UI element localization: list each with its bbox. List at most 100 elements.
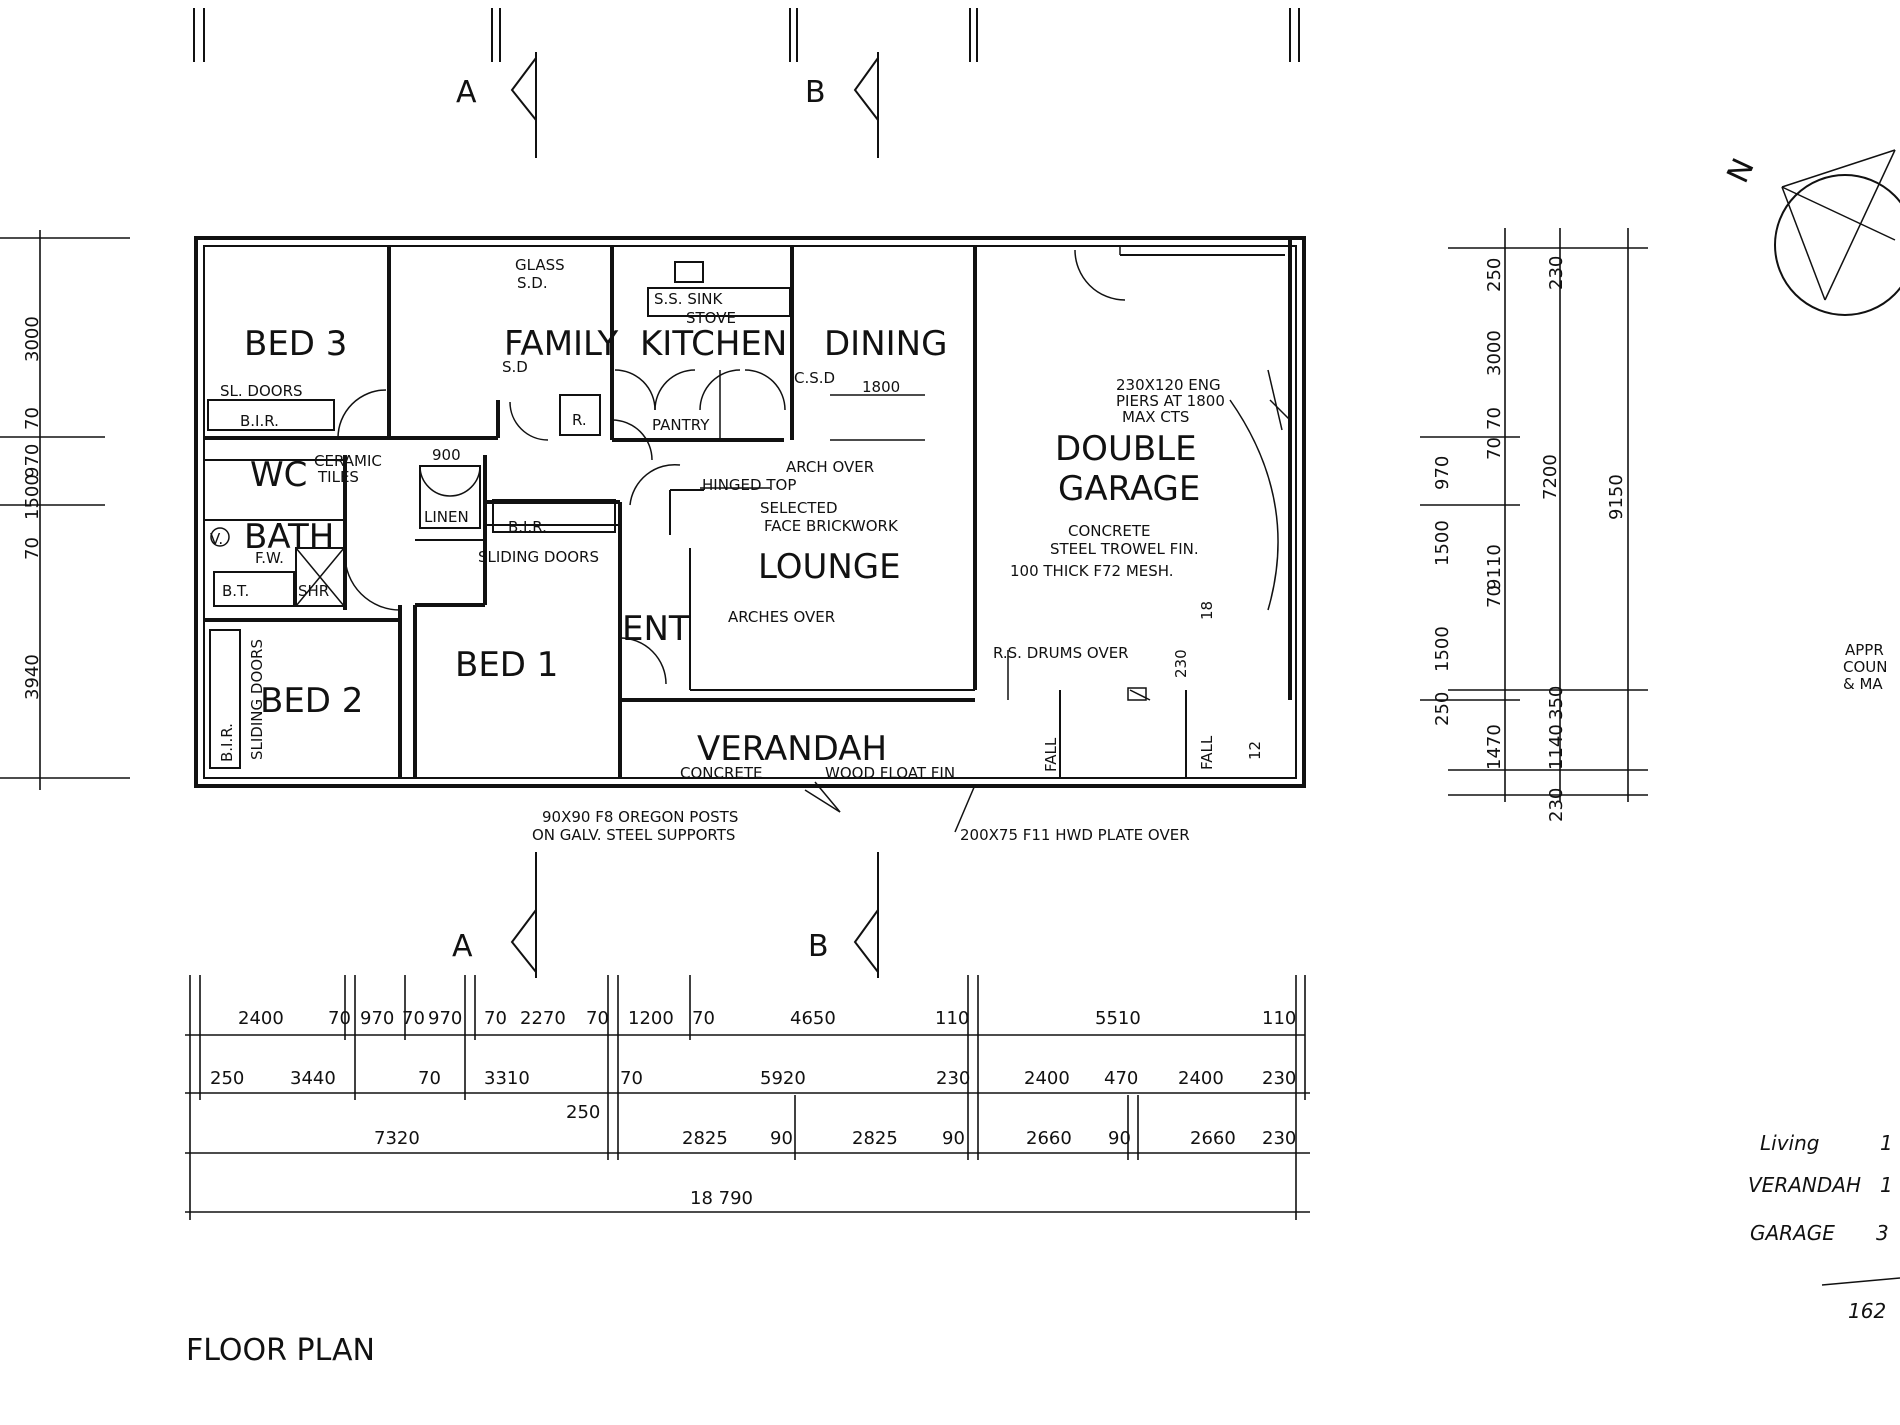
dim-r2-2: 9110 — [1484, 544, 1505, 590]
dim-b1-5: 70 — [484, 1008, 507, 1029]
dim-b3-8: 230 — [1262, 1128, 1296, 1149]
section-b-top: B — [805, 75, 826, 110]
room-verandah: VERANDAH — [697, 729, 887, 769]
dim-row-3: 7320 2825 90 2825 90 2660 90 2660 230 — [374, 1128, 1296, 1149]
note-shower: SHR — [298, 582, 329, 600]
dim-b2-10: 230 — [1262, 1068, 1296, 1089]
note-pantry: PANTRY — [652, 416, 710, 434]
room-ent: ENT — [622, 609, 690, 649]
area-schedule: Living 1 VERANDAH 1 GARAGE 3 162 — [1748, 1131, 1900, 1323]
note-posts-2: ON GALV. STEEL SUPPORTS — [532, 826, 735, 844]
note-ss-sink: S.S. SINK — [654, 290, 724, 308]
dim-b2-6: 230 — [936, 1068, 970, 1089]
room-kitchen: KITCHEN — [640, 324, 787, 364]
dim-r2-5: 230 — [1546, 788, 1567, 822]
room-wc: WC — [250, 455, 307, 495]
note-plate-over: 200X75 F11 HWD PLATE OVER — [960, 826, 1190, 844]
note-hinged-top: HINGED TOP — [702, 476, 796, 494]
dim-b1-2: 970 — [360, 1008, 394, 1029]
note-linen: LINEN — [424, 508, 469, 526]
section-markers: A B A B — [193, 8, 1300, 978]
dim-b3-1: 2825 — [682, 1128, 728, 1149]
dim-b2-8: 470 — [1104, 1068, 1138, 1089]
area-verandah-label: VERANDAH — [1748, 1173, 1861, 1197]
room-double: DOUBLE — [1055, 429, 1197, 469]
note-wood-float: WOOD FLOAT FIN — [825, 764, 955, 782]
note-piers-1: 230X120 ENG — [1116, 376, 1221, 394]
dim-r3-1: 1470 — [1484, 724, 1505, 770]
note-bir-bed3: B.I.R. — [240, 412, 279, 430]
dim-r2-3: 350 — [1546, 686, 1567, 720]
note-stove: STOVE — [686, 309, 736, 327]
dim-row-2: 250 3440 70 3310 70 5920 230 2400 470 24… — [210, 1068, 1296, 1123]
dim-r2-4: 1140 — [1546, 724, 1567, 770]
right-notes: APPR COUN & MA — [1843, 641, 1887, 693]
dim-b1-8: 1200 — [628, 1008, 674, 1029]
dim-b2-2: 70 — [418, 1068, 441, 1089]
dim-b3-3: 2825 — [852, 1128, 898, 1149]
note-piers-2: PIERS AT 1800 — [1116, 392, 1225, 410]
dim-b2-4: 70 — [620, 1068, 643, 1089]
dims-right: 250 3000 70 970 1500 70 1500 250 230 70 … — [1420, 228, 1648, 822]
area-total: 162 — [1848, 1299, 1886, 1323]
dim-b3-4: 90 — [942, 1128, 965, 1149]
room-family: FAMILY — [504, 324, 618, 364]
note-sliding-doors-bed2: SLIDING DOORS — [248, 639, 266, 760]
note-tiles: TILES — [317, 468, 359, 486]
section-a-bottom: A — [452, 929, 473, 964]
dims-bottom: 2400 70 970 70 970 70 2270 70 1200 70 46… — [185, 975, 1310, 1220]
dim-b1-10: 4650 — [790, 1008, 836, 1029]
note-opening-1800: 1800 — [862, 378, 900, 396]
section-b-bottom: B — [808, 929, 829, 964]
dim-r2-0: 230 — [1546, 256, 1567, 290]
annotations: GLASS S.D. S.S. SINK STOVE S.D PANTRY R.… — [210, 256, 1283, 844]
note-refrigerator: R. — [572, 411, 587, 429]
dim-r1-2: 70 — [1484, 407, 1505, 430]
note-bir-bed2: B.I.R. — [218, 723, 236, 762]
dims-left: 3000 70 970 1500 70 3940 — [0, 230, 130, 790]
dim-b1-7: 70 — [586, 1008, 609, 1029]
dim-b3-6: 90 — [1108, 1128, 1131, 1149]
dim-b2-3: 3310 — [484, 1068, 530, 1089]
room-bed3: BED 3 — [244, 324, 347, 364]
dim-r1-6: 1500 — [1432, 626, 1453, 672]
dim-b2-5: 5920 — [760, 1068, 806, 1089]
note-glass: GLASS — [515, 256, 565, 274]
note-piers-3: MAX CTS — [1122, 408, 1189, 426]
dim-b1-11: 110 — [935, 1008, 969, 1029]
dim-b2-7: 2400 — [1024, 1068, 1070, 1089]
north-compass: N — [1721, 149, 1900, 316]
compass-north-label: N — [1721, 153, 1762, 188]
note-appr: APPR — [1845, 641, 1884, 659]
area-garage-label: GARAGE — [1750, 1221, 1835, 1245]
note-vanity: V. — [210, 530, 223, 548]
dim-r1-1: 3000 — [1484, 330, 1505, 376]
dim-b4-0: 18 790 — [690, 1188, 753, 1209]
room-labels: BED 3 FAMILY KITCHEN DINING DOUBLE GARAG… — [244, 324, 1200, 769]
dim-b3-7: 2660 — [1190, 1128, 1236, 1149]
dim-b3-5: 2660 — [1026, 1128, 1072, 1149]
dim-b3-2: 90 — [770, 1128, 793, 1149]
note-rs-drums: R.S. DRUMS OVER — [993, 644, 1129, 662]
dim-b1-6: 2270 — [520, 1008, 566, 1029]
note-concrete-garage: CONCRETE — [1068, 522, 1151, 540]
room-bed1: BED 1 — [455, 645, 558, 685]
dim-b1-9: 70 — [692, 1008, 715, 1029]
dim-r1-7: 250 — [1432, 692, 1453, 726]
note-ma: & MA — [1843, 675, 1883, 693]
dim-b1-3: 70 — [402, 1008, 425, 1029]
dim-l-3: 1500 — [22, 474, 43, 520]
note-floor-waste: F.W. — [255, 549, 284, 567]
dim-l-4: 70 — [22, 537, 43, 560]
room-dining: DINING — [824, 324, 947, 364]
dim-row-1: 2400 70 970 70 970 70 2270 70 1200 70 46… — [238, 1008, 1296, 1029]
doors-and-fixtures — [210, 249, 1291, 701]
area-verandah-value: 1 — [1880, 1173, 1893, 1197]
note-concrete-verandah: CONCRETE — [680, 764, 763, 782]
note-230-drum: 230 — [1172, 649, 1190, 678]
dim-b3-0: 7320 — [374, 1128, 420, 1149]
section-a-top: A — [456, 75, 477, 110]
note-coun: COUN — [1843, 658, 1887, 676]
note-thick-mesh: 100 THICK F72 MESH. — [1010, 562, 1174, 580]
